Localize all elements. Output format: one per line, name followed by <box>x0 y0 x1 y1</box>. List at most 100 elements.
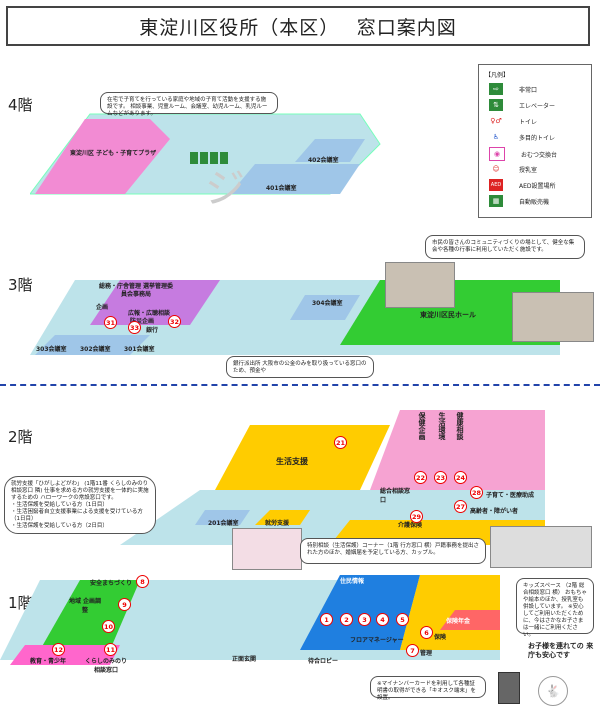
living-environment-label: 生活環境 <box>438 412 446 440</box>
kids-space-callout: キッズスペース （2階 総合相談窓口 横） おもちゃや絵本のほか、授乳室も併設し… <box>516 578 594 638</box>
emergency-exit-icon: ⇨ <box>489 83 503 95</box>
legend-heading: 【凡例】 <box>485 72 510 79</box>
room-304-label: 304会議室 <box>312 300 343 307</box>
room-401-area <box>230 164 360 194</box>
livelihood-support-label: 生活支援 <box>276 457 308 466</box>
employment-callout-line4: ・生活保護を受給している方（2日目） <box>11 523 108 529</box>
counter-8: 8 <box>136 575 149 588</box>
employment-callout-text: 就労支援「ひがしよどがわ」 (1階11番 くらしのみのり相談窓口 隣) 仕事を求… <box>11 481 149 501</box>
community-area <box>40 580 140 650</box>
bank-callout: 銀行派出所 大阪市の公金のみを取り扱っている窓口のため、預金や <box>226 356 374 378</box>
counter-7: 7 <box>406 644 419 657</box>
resident-info-area <box>300 575 420 650</box>
employment-callout-line3: ・生活困窮者自立支援事業による支援を受けている方（1日目） <box>11 509 143 522</box>
room-201-area <box>195 510 250 525</box>
kids-plaza-label: 東淀川区 子ども・子育てプラザ <box>70 150 157 157</box>
counter-11: 11 <box>104 643 117 656</box>
legend-emergency-exit: 非常口 <box>519 86 538 94</box>
elderly-disabled-label: 高齢者・障がい者 <box>470 508 519 515</box>
counter-1: 1 <box>320 613 333 626</box>
pension-highlight-area <box>440 610 500 630</box>
title-text: 東淀川区役所（本区） 窓口案内図 <box>139 16 457 39</box>
childcare-medical-label: 子育て・医療助成 <box>486 492 535 499</box>
mascot-icon: 🐇 <box>538 676 568 706</box>
counter-31: 31 <box>104 316 117 329</box>
counter-2: 2 <box>340 613 353 626</box>
legend-toilet: トイレ <box>519 118 538 126</box>
admin-office-label: 総務・庁舎管理 選挙管理委員会事務局 <box>98 283 174 298</box>
floor-3-label: 3階 <box>8 276 33 294</box>
page-title: 東淀川区役所（本区） 窓口案内図 <box>6 6 590 46</box>
special-consult-callout: 特別相談（生活保護）コーナー（1階 行方窓口 横）戸籍事務を提出された方のほか、… <box>300 538 486 564</box>
floor-manager-label: フロアマネージャー <box>350 637 404 644</box>
counter-27: 27 <box>454 500 467 513</box>
planning-label: 企画 <box>96 304 109 311</box>
insurance-label: 保険 <box>434 634 447 641</box>
counter-21: 21 <box>334 436 347 449</box>
counter-29: 29 <box>410 510 423 523</box>
employment-support-label: 就労支援 <box>265 520 290 527</box>
counter-24: 24 <box>454 471 467 484</box>
care-insurance-label: 介護保険 <box>398 522 423 529</box>
room-304-area <box>290 295 360 320</box>
kids-plaza-area <box>35 119 170 194</box>
floor-2-map <box>120 410 545 545</box>
room-401-label: 401会議室 <box>266 185 297 192</box>
health-planning-label: 保健企画 <box>418 412 426 440</box>
room-301-label: 301会議室 <box>124 346 155 353</box>
counter-32: 32 <box>168 315 181 328</box>
civic-hall-callout: 市民の皆さんのコミュニティづくりの場として、健全な集会や各種の行事に利用していた… <box>425 235 585 259</box>
section-divider <box>0 384 600 386</box>
diaper-changing-icon: ◉ <box>489 147 505 161</box>
counter-33: 33 <box>128 321 141 334</box>
floor-2-label: 2階 <box>8 428 33 446</box>
management-label: 管理 <box>420 650 433 657</box>
civic-hall-label: 東淀川区民ホール <box>420 311 476 319</box>
counter-23: 23 <box>434 471 447 484</box>
community-label: 地域 企画調整 <box>68 598 102 614</box>
room-402-label: 402会議室 <box>308 157 339 164</box>
civic-hall-photo <box>385 262 455 308</box>
health-consult-label: 健康相談 <box>456 412 464 440</box>
svg-text:ジ: ジ <box>205 166 245 212</box>
kiosk-callout: ※マイナンバーカードを利用して各種証明書の取得ができる「キオスク端末」を設置。 <box>370 676 486 701</box>
toilet-icon <box>190 152 230 164</box>
counter-22: 22 <box>414 471 427 484</box>
legend-vending: 自動販売機 <box>519 198 550 206</box>
meeting-photo <box>512 292 594 342</box>
nursing-room-icon: ☺ <box>492 165 500 173</box>
legend-elevator: エレベーター <box>519 102 556 110</box>
bank-label: 銀行 <box>146 327 159 334</box>
pr-label: 広報・広聴相談 <box>128 310 171 317</box>
resident-info-label: 住民情報 <box>340 578 365 585</box>
aed-icon: AED <box>489 179 503 191</box>
waiting-lobby-label: 待合ロビー <box>308 658 339 665</box>
counter-28: 28 <box>470 486 483 499</box>
legend-accessible-toilet: 多目的トイレ <box>519 134 556 142</box>
education-label: 教育・青少年 <box>29 658 66 665</box>
kids-plaza-callout: 在宅で子育てを行っている家庭や地域の子育て活動を支援する施設です。 相談事業、児… <box>100 92 278 117</box>
room-201-label: 201会議室 <box>208 520 239 527</box>
employment-callout-line2: ・生活保護を受給している方（1日目） <box>11 502 108 508</box>
employment-support-area <box>255 510 310 525</box>
counter-5: 5 <box>396 613 409 626</box>
employment-callout: 就労支援「ひがしよどがわ」 (1階11番 くらしのみのり相談窓口 隣) 仕事を求… <box>4 476 156 534</box>
legend-nursing: 授乳室 <box>519 166 538 174</box>
kiosk-terminal-icon <box>498 672 520 704</box>
counter-3: 3 <box>358 613 371 626</box>
elevator-icon: ⇅ <box>489 99 503 111</box>
education-area <box>10 645 120 665</box>
insurance-pension-label: 保険年金 <box>446 618 471 625</box>
counter-6: 6 <box>420 626 433 639</box>
vending-machine-icon: ▦ <box>489 195 503 207</box>
disaster-label: 防災企画 <box>130 318 155 325</box>
life-consult-label: くらしのみのり 相談窓口 <box>84 658 127 674</box>
room-402-area <box>295 139 365 162</box>
safety-label: 安全まちづくり <box>90 580 133 587</box>
legend-aed: AED設置場所 <box>519 182 556 190</box>
legend-diaper: おむつ交換台 <box>521 151 558 159</box>
floor-1-map <box>0 575 500 665</box>
counter-10: 10 <box>102 620 115 633</box>
accessible-toilet-icon: ♿ <box>492 133 500 141</box>
health-welfare-area <box>370 410 545 490</box>
